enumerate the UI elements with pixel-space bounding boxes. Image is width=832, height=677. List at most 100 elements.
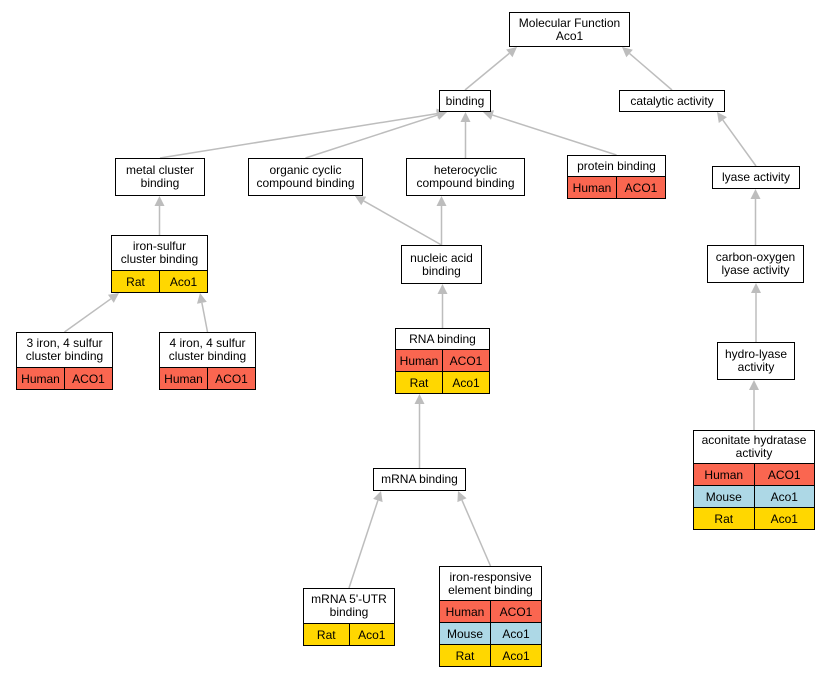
node-label: mRNA binding: [381, 472, 458, 486]
node-mrna-5-utr-binding[interactable]: mRNA 5'-UTR binding Rat Aco1: [303, 588, 395, 646]
annotation-species: Human: [568, 177, 617, 198]
edge-arrowhead: [717, 112, 727, 124]
node-molecular-function[interactable]: Molecular Function Aco1: [509, 12, 630, 47]
annotation-row: Human ACO1: [568, 176, 665, 198]
edge-arrowhead: [414, 394, 425, 404]
edge-line: [464, 52, 510, 91]
edge-line: [461, 499, 492, 567]
annotation-species: Human: [160, 368, 208, 389]
node-heterocyclic-compound-binding[interactable]: heterocyclic compound binding: [406, 158, 525, 196]
edge-arrowhead: [457, 491, 467, 503]
annotation-gene: ACO1: [443, 350, 489, 371]
node-label: nucleic acid binding: [410, 250, 473, 278]
annotation-row: Rat Aco1: [396, 371, 489, 393]
annotation-species: Human: [694, 464, 755, 485]
edge-line: [629, 52, 673, 91]
node-label: 4 iron, 4 sulfur cluster binding: [168, 336, 247, 363]
node-label: protein binding: [577, 158, 656, 173]
annotation-gene: Aco1: [491, 645, 541, 666]
node-catalytic-activity[interactable]: catalytic activity: [619, 90, 725, 112]
annotation-row: Rat Aco1: [112, 270, 207, 292]
annotation-species: Rat: [396, 372, 443, 393]
node-label: organic cyclic compound binding: [256, 163, 355, 190]
node-binding[interactable]: binding: [439, 90, 491, 112]
annotation-species: Rat: [304, 624, 350, 645]
edge-line: [722, 119, 757, 167]
annotation-gene: Aco1: [754, 508, 814, 529]
node-lyase-activity[interactable]: lyase activity: [712, 166, 800, 189]
node-label: hydro-lyase activity: [724, 347, 788, 374]
annotation-species: Human: [440, 601, 491, 622]
edge-line: [64, 298, 112, 333]
annotation-species: Rat: [694, 508, 755, 529]
edge-arrowhead: [437, 284, 448, 294]
node-metal-cluster-binding[interactable]: metal cluster binding: [115, 158, 205, 196]
node-label: lyase activity: [721, 170, 791, 184]
node-label: metal cluster binding: [125, 163, 195, 190]
node-3-iron-4-sulfur-cluster-binding[interactable]: 3 iron, 4 sulfur cluster binding Human A…: [16, 332, 113, 390]
edge-arrowhead: [355, 196, 367, 206]
annotation-species: Mouse: [694, 486, 755, 507]
annotation-row: Rat Aco1: [440, 644, 541, 666]
annotation-row: Human ACO1: [160, 367, 255, 389]
node-hydro-lyase-activity[interactable]: hydro-lyase activity: [717, 342, 795, 380]
annotation-species: Human: [17, 368, 65, 389]
edge-line: [363, 200, 442, 246]
annotation-species: Rat: [112, 271, 160, 292]
node-label: RNA binding: [409, 331, 476, 346]
annotation-row: Human ACO1: [17, 367, 112, 389]
annotation-row: Mouse Aco1: [440, 622, 541, 644]
edge-arrowhead: [107, 293, 119, 303]
node-iron-sulfur-cluster-binding[interactable]: iron-sulfur cluster binding Rat Aco1: [111, 235, 208, 293]
node-protein-binding[interactable]: protein binding Human ACO1: [567, 155, 666, 199]
edge-arrowhead: [749, 380, 759, 390]
annotation-gene: Aco1: [491, 623, 541, 644]
annotation-gene: ACO1: [754, 464, 814, 485]
annotation-species: Rat: [440, 645, 491, 666]
node-iron-responsive-element-binding[interactable]: iron-responsive element binding Human AC…: [439, 566, 542, 667]
edge-arrowhead: [751, 283, 761, 293]
annotation-gene: Aco1: [349, 624, 394, 645]
annotation-gene: Aco1: [443, 372, 489, 393]
node-carbon-oxygen-lyase-activity[interactable]: carbon-oxygen lyase activity: [707, 245, 804, 283]
node-label: mRNA 5'-UTR binding: [311, 592, 387, 619]
node-rna-binding[interactable]: RNA binding Human ACO1 Rat Aco1: [395, 328, 490, 394]
edge-arrowhead: [750, 189, 761, 199]
node-label: iron-sulfur cluster binding: [120, 239, 199, 266]
node-label: iron-responsive element binding: [448, 569, 533, 597]
node-mrna-binding[interactable]: mRNA binding: [373, 468, 466, 491]
edge-line: [305, 114, 438, 159]
edge-arrowhead: [435, 110, 447, 120]
annotation-row: Rat Aco1: [694, 507, 814, 529]
annotation-species: Mouse: [440, 623, 491, 644]
node-label: binding: [445, 93, 485, 108]
edge-arrowhead: [506, 47, 517, 58]
edge-arrowhead: [373, 491, 383, 503]
annotation-gene: Aco1: [754, 486, 814, 507]
node-label: 3 iron, 4 sulfur cluster binding: [25, 336, 104, 363]
edge-arrowhead: [154, 196, 165, 206]
node-organic-cyclic-compound-binding[interactable]: organic cyclic compound binding: [248, 158, 363, 196]
node-label: carbon-oxygen lyase activity: [715, 250, 796, 277]
annotation-gene: Aco1: [160, 271, 207, 292]
annotation-row: Human ACO1: [396, 349, 489, 371]
node-label: Molecular Function Aco1: [518, 15, 621, 43]
edge-arrowhead: [436, 196, 447, 206]
edge-arrowhead: [483, 110, 495, 120]
node-label: catalytic activity: [630, 93, 714, 108]
node-label: aconitate hydratase activity: [701, 433, 807, 460]
node-4-iron-4-sulfur-cluster-binding[interactable]: 4 iron, 4 sulfur cluster binding Human A…: [159, 332, 256, 390]
node-aconitate-hydratase-activity[interactable]: aconitate hydratase activity Human ACO1 …: [693, 430, 815, 530]
annotation-gene: ACO1: [617, 177, 665, 198]
node-nucleic-acid-binding[interactable]: nucleic acid binding: [401, 245, 482, 284]
annotation-row: Mouse Aco1: [694, 485, 814, 507]
annotation-row: Rat Aco1: [304, 623, 394, 645]
annotation-gene: ACO1: [65, 368, 112, 389]
node-label: heterocyclic compound binding: [416, 163, 515, 190]
edge-line: [348, 500, 379, 589]
edge-arrowhead: [622, 47, 633, 58]
edge-line: [159, 112, 438, 159]
annotation-gene: ACO1: [491, 601, 541, 622]
annotation-row: Human ACO1: [694, 463, 814, 485]
